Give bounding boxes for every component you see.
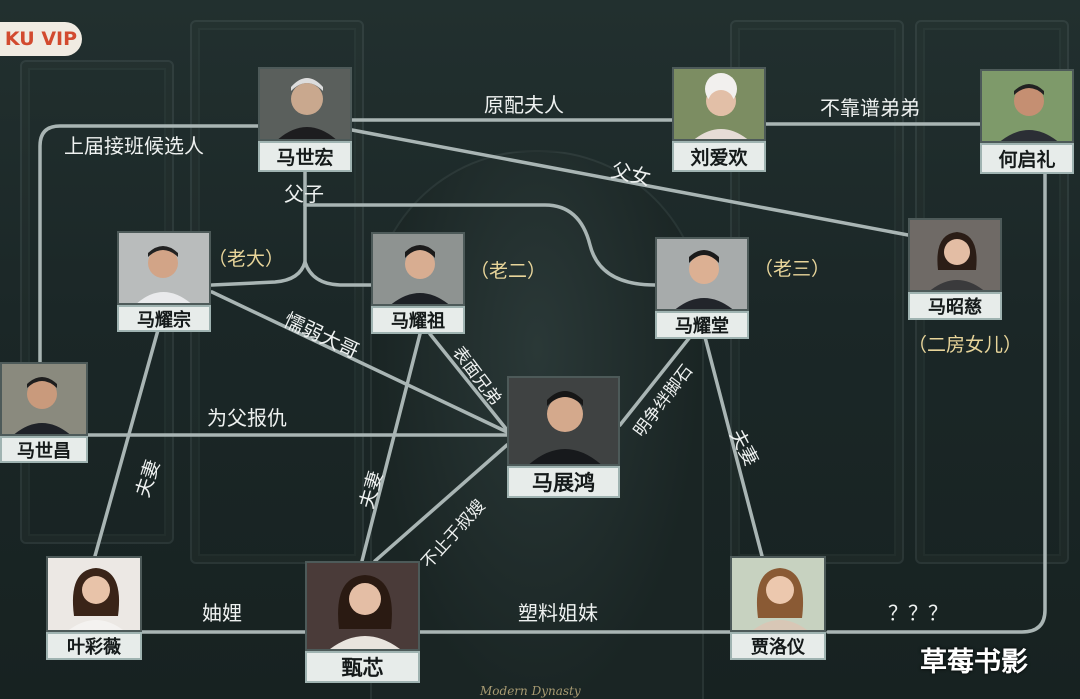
portrait-he-qili [980, 69, 1074, 143]
watermark: 草莓书影 [920, 647, 1028, 678]
line-more-than-in-laws [373, 443, 509, 563]
name-ma-yaozong: 马耀宗 [117, 305, 211, 332]
line-previous-successor [38, 124, 307, 364]
label-unreliable-brother: 不靠谱弟弟 [820, 96, 920, 120]
portrait-ma-yaotang [655, 237, 749, 311]
line-couple-tang [703, 335, 764, 558]
name-ma-shihong: 马世宏 [258, 141, 352, 172]
portrait-ma-shihong [258, 67, 352, 141]
line-father-daughter [350, 128, 910, 237]
label-revenge: 为父报仇 [207, 406, 287, 430]
line-weak-brother [210, 290, 509, 434]
line-unknown [826, 168, 1047, 634]
footer-text: Modern Dynasty [480, 684, 581, 698]
name-ye-caiwei: 叶彩薇 [46, 632, 142, 660]
portrait-ma-yaozu [371, 232, 465, 306]
line-surface-brothers [428, 332, 509, 432]
portrait-ma-zhanhong [507, 376, 620, 466]
portrait-ye-caiwei [46, 556, 142, 632]
line-father-son-second [303, 260, 374, 287]
portrait-liu-aihuan [672, 67, 766, 141]
name-he-qili: 何启礼 [980, 143, 1074, 174]
tag-second: （老二） [470, 260, 547, 282]
tag-eldest: （老大） [208, 248, 285, 270]
tag-third: （老三） [754, 258, 831, 280]
label-unknown: ？？？ [888, 601, 948, 625]
name-jia-luoyi: 贾洛仪 [730, 632, 826, 660]
portrait-zhen-xin [305, 561, 420, 651]
name-ma-yaozu: 马耀祖 [371, 306, 465, 334]
tag-second-wife-daughter: （二房女儿） [908, 334, 1023, 356]
name-zhen-xin: 甄芯 [305, 651, 420, 683]
vip-badge: KU VIP [0, 22, 82, 56]
name-ma-shichang: 马世昌 [0, 436, 88, 463]
portrait-ma-yaozong [117, 231, 211, 305]
label-sisters-in-law: 妯娌 [202, 601, 242, 625]
portrait-ma-shichang [0, 362, 88, 436]
name-ma-zhanhong: 马展鸿 [507, 466, 620, 498]
line-father-son-trunk [303, 168, 657, 287]
line-stumbling-block [618, 335, 692, 427]
label-original-wife: 原配夫人 [484, 93, 564, 117]
label-previous-successor: 上届接班候选人 [64, 134, 204, 158]
line-couple-zu [360, 332, 422, 563]
name-ma-zhaoci: 马昭慈 [908, 292, 1002, 320]
name-liu-aihuan: 刘爱欢 [672, 141, 766, 172]
portrait-ma-zhaoci [908, 218, 1002, 292]
line-couple-zong [93, 328, 160, 558]
label-father-son: 父子 [284, 182, 324, 206]
label-plastic-sisters: 塑料姐妹 [518, 601, 598, 625]
name-ma-yaotang: 马耀堂 [655, 311, 749, 339]
portrait-jia-luoyi [730, 556, 826, 632]
